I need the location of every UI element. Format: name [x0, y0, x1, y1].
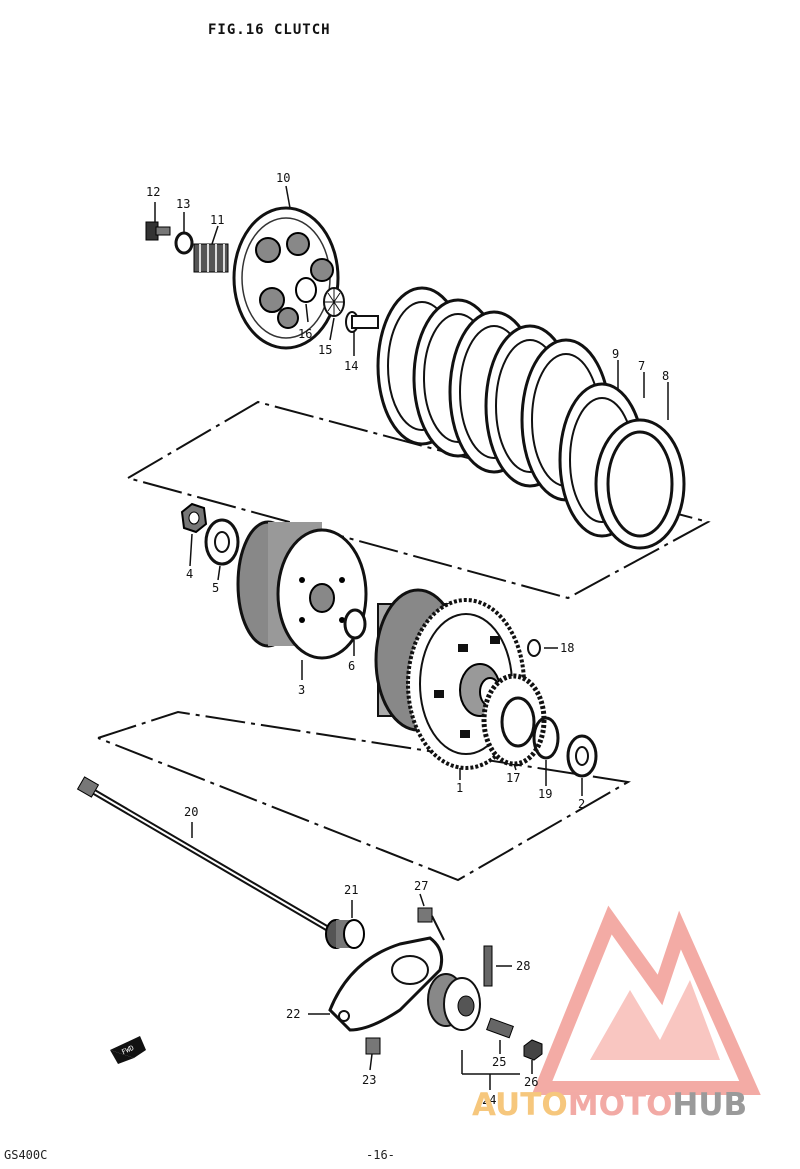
part-label-7: 7	[638, 359, 645, 373]
washer-13	[174, 231, 194, 255]
part-label-21: 21	[344, 883, 358, 897]
forward-arrow-icon	[110, 1036, 146, 1064]
part-label-4: 4	[186, 567, 193, 581]
part-label-6: 6	[348, 659, 355, 673]
release-cam-24	[427, 973, 481, 1031]
screw-27	[417, 907, 445, 941]
part-label-8: 8	[662, 369, 669, 383]
release-cover-22	[328, 936, 444, 1032]
screw-23	[365, 1037, 381, 1055]
primary-driven-gear-1	[374, 588, 526, 770]
part-label-10: 10	[276, 171, 290, 185]
watermark-moto: MOTO	[567, 1087, 673, 1123]
part-18	[527, 639, 541, 657]
watermark-hub: HUB	[672, 1087, 748, 1123]
washer-2	[566, 734, 598, 778]
part-label-26: 26	[524, 1075, 538, 1089]
bearing-15	[323, 287, 345, 317]
clutch-plate-stack	[376, 286, 686, 550]
part-label-3: 3	[298, 683, 305, 697]
part-label-23: 23	[362, 1073, 376, 1087]
part-label-1: 1	[456, 781, 463, 795]
part-label-20: 20	[184, 805, 198, 819]
watermark-logo-icon	[531, 905, 761, 1095]
page-number: -16-	[366, 1148, 395, 1162]
nut-4	[180, 502, 208, 534]
figure-title: FIG.16 CLUTCH	[208, 22, 331, 38]
model-code: GS400C	[4, 1148, 48, 1162]
part-label-25: 25	[492, 1055, 506, 1069]
part-label-9: 9	[612, 347, 619, 361]
washer-5	[204, 518, 240, 566]
circlip-19	[532, 716, 560, 760]
pressure-plate-10	[232, 206, 340, 350]
gear-17	[481, 673, 547, 767]
push-rod-20	[76, 776, 332, 933]
leader-lines	[154, 185, 669, 1090]
part-label-19: 19	[538, 787, 552, 801]
part-label-15: 15	[318, 343, 332, 357]
part-label-14: 14	[344, 359, 358, 373]
seal-21	[325, 919, 365, 949]
washer-6	[343, 608, 367, 640]
guide-box-lower	[97, 710, 631, 882]
clutch-sleeve-hub-3	[236, 520, 368, 660]
part-label-28: 28	[516, 959, 530, 973]
part-label-13: 13	[176, 197, 190, 211]
part-label-18: 18	[560, 641, 574, 655]
guide-box-upper	[127, 400, 711, 600]
part-label-27: 27	[414, 879, 428, 893]
nut-26	[523, 1039, 543, 1061]
part-label-2: 2	[578, 797, 585, 811]
part-label-17: 17	[506, 771, 520, 785]
spring-11	[193, 243, 229, 273]
adjuster-25	[486, 1017, 514, 1039]
part-label-12: 12	[146, 185, 160, 199]
spring-28	[483, 945, 493, 987]
watermark-auto: AUTO	[472, 1087, 568, 1123]
part-label-5: 5	[212, 581, 219, 595]
part-label-24: 24	[482, 1093, 496, 1107]
watermark-text: AUTOMOTOHUB	[472, 1087, 747, 1123]
part-label-11: 11	[210, 213, 224, 227]
part-label-16: 16	[298, 327, 312, 341]
push-piece-14	[345, 311, 379, 333]
bolt-12	[145, 221, 171, 241]
part-label-22: 22	[286, 1007, 300, 1021]
